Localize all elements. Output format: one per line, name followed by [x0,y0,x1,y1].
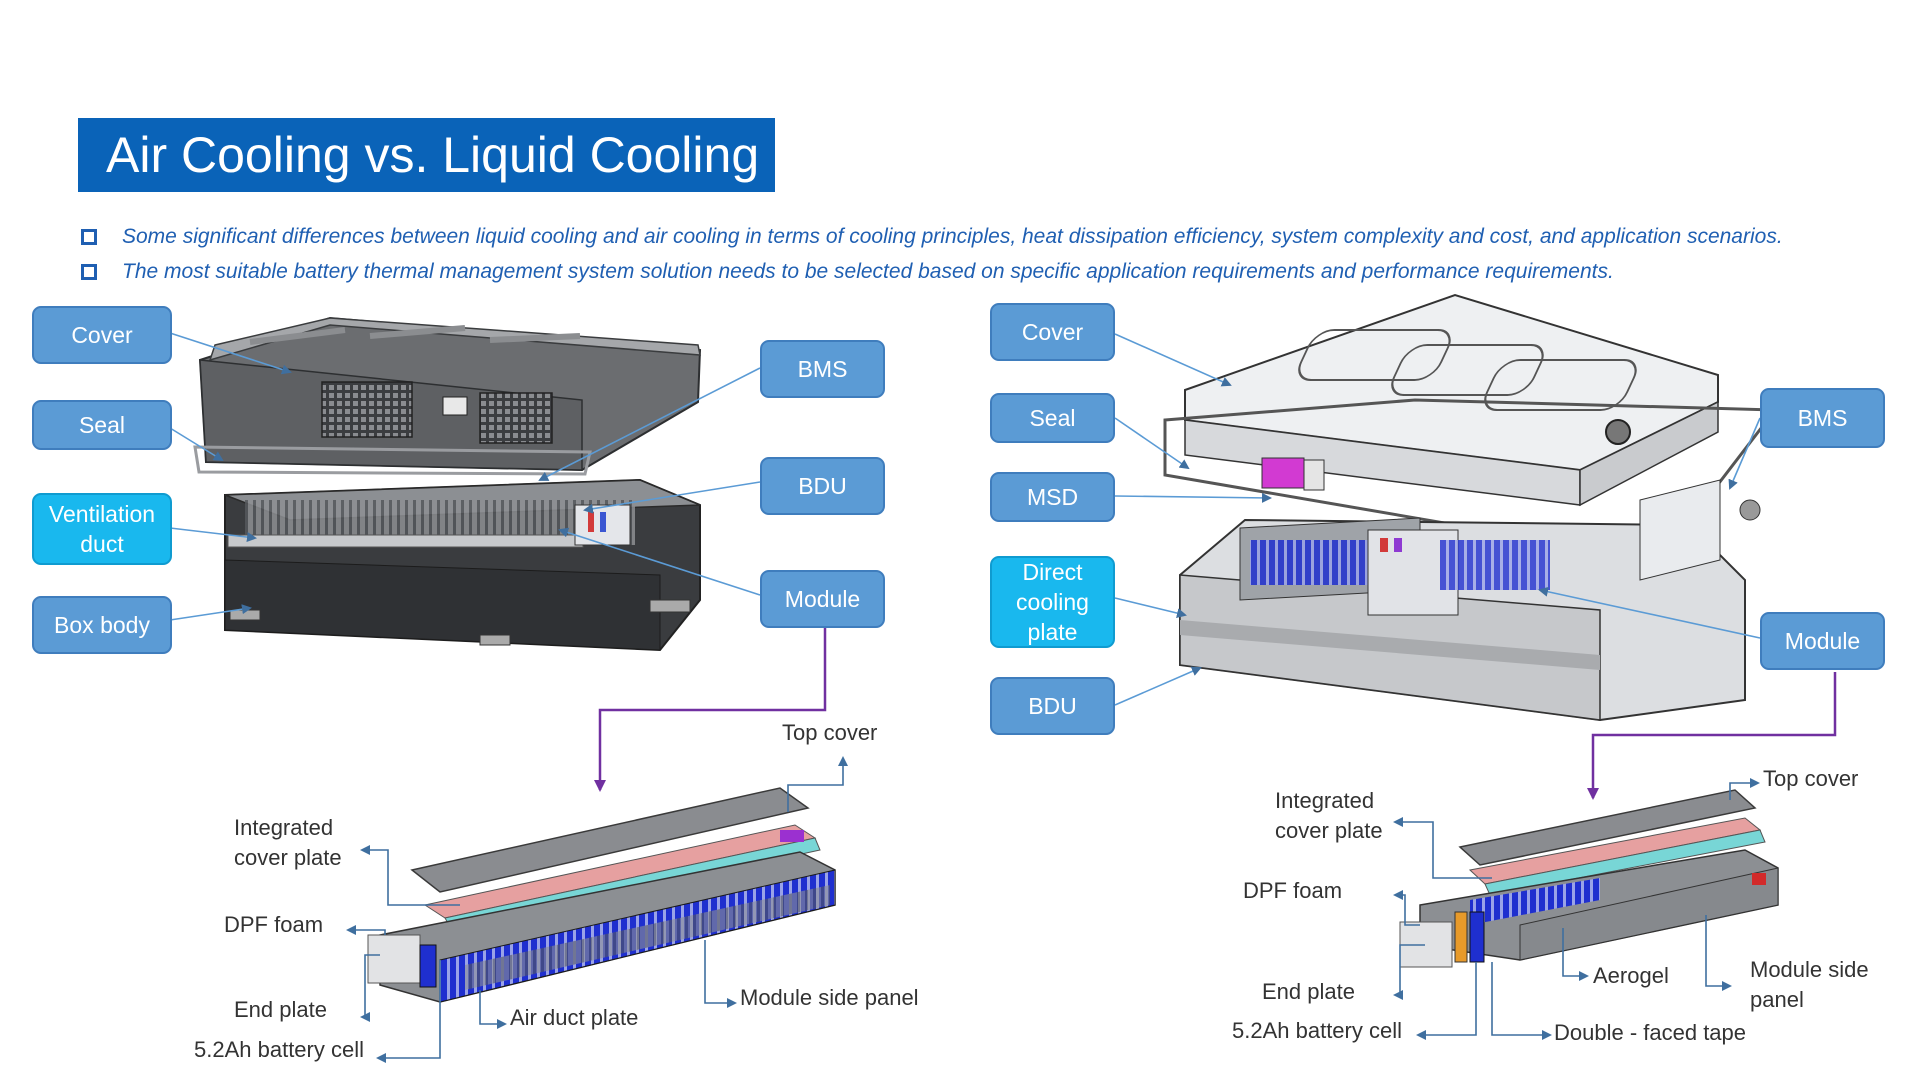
label-top-cover-liquid: Top cover [1763,766,1859,791]
page-title: Air Cooling vs. Liquid Cooling [78,118,775,192]
label-top-cover-air: Top cover [782,720,878,745]
liquid-module-label-arrows [1393,778,1760,1040]
label-aerogel: Aerogel [1593,963,1669,988]
label-air-duct-plate: Air duct plate [510,1005,639,1030]
callout-direct-cooling-plate: Direct cooling plate [990,556,1115,648]
label-integrated-cover-plate-liquid: Integrated cover plate [1275,788,1383,843]
air-module-connector-arrow [594,628,827,792]
liquid-cooled-module-illustration [1399,789,1779,968]
liquid-cooled-pack-illustration [1163,293,1778,722]
callout-bdu-air: BDU [760,457,885,515]
label-module-side-panel-air: Module side panel [740,985,919,1010]
label-module-side-panel-liquid: Module side panel [1750,957,1869,1012]
liquid-pack-leaders [1114,333,1761,706]
label-battery-cell-liquid: 5.2Ah battery cell [1232,1018,1402,1043]
callout-ventilation-duct: Ventilation duct [32,493,172,565]
air-pack-leaders [169,332,761,621]
liquid-module-connector-arrow [1587,672,1837,800]
callout-seal-liquid: Seal [990,393,1115,443]
air-cooled-module-illustration [367,787,836,1003]
callout-cover-liquid: Cover [990,303,1115,361]
callout-box-body: Box body [32,596,172,654]
callout-cover-air: Cover [32,306,172,364]
air-module-label-arrows [346,756,848,1063]
bullet-item: Some significant differences between liq… [78,222,1908,257]
callout-module-liquid: Module [1760,612,1885,670]
bullet-item: The most suitable battery thermal manage… [78,257,1908,292]
callout-seal-air: Seal [32,400,172,450]
air-cooled-pack-illustration [193,316,702,652]
label-integrated-cover-plate-air: Integrated cover plate [234,815,342,870]
bullet-list: Some significant differences between liq… [78,222,1908,292]
callout-module-air: Module [760,570,885,628]
bullet-text: Some significant differences between liq… [122,225,1783,248]
callout-msd: MSD [990,472,1115,522]
label-end-plate-liquid: End plate [1262,979,1355,1004]
callout-bms-liquid: BMS [1760,388,1885,448]
label-battery-cell-air: 5.2Ah battery cell [194,1037,364,1062]
square-bullet-icon [81,264,97,280]
callout-bdu-liquid: BDU [990,677,1115,735]
label-double-faced-tape: Double - faced tape [1554,1020,1747,1045]
label-end-plate-air: End plate [234,997,327,1022]
bullet-text: The most suitable battery thermal manage… [122,260,1614,283]
square-bullet-icon [81,229,97,245]
label-dpf-foam-liquid: DPF foam [1243,878,1343,903]
label-dpf-foam-air: DPF foam [224,912,324,937]
callout-bms-air: BMS [760,340,885,398]
